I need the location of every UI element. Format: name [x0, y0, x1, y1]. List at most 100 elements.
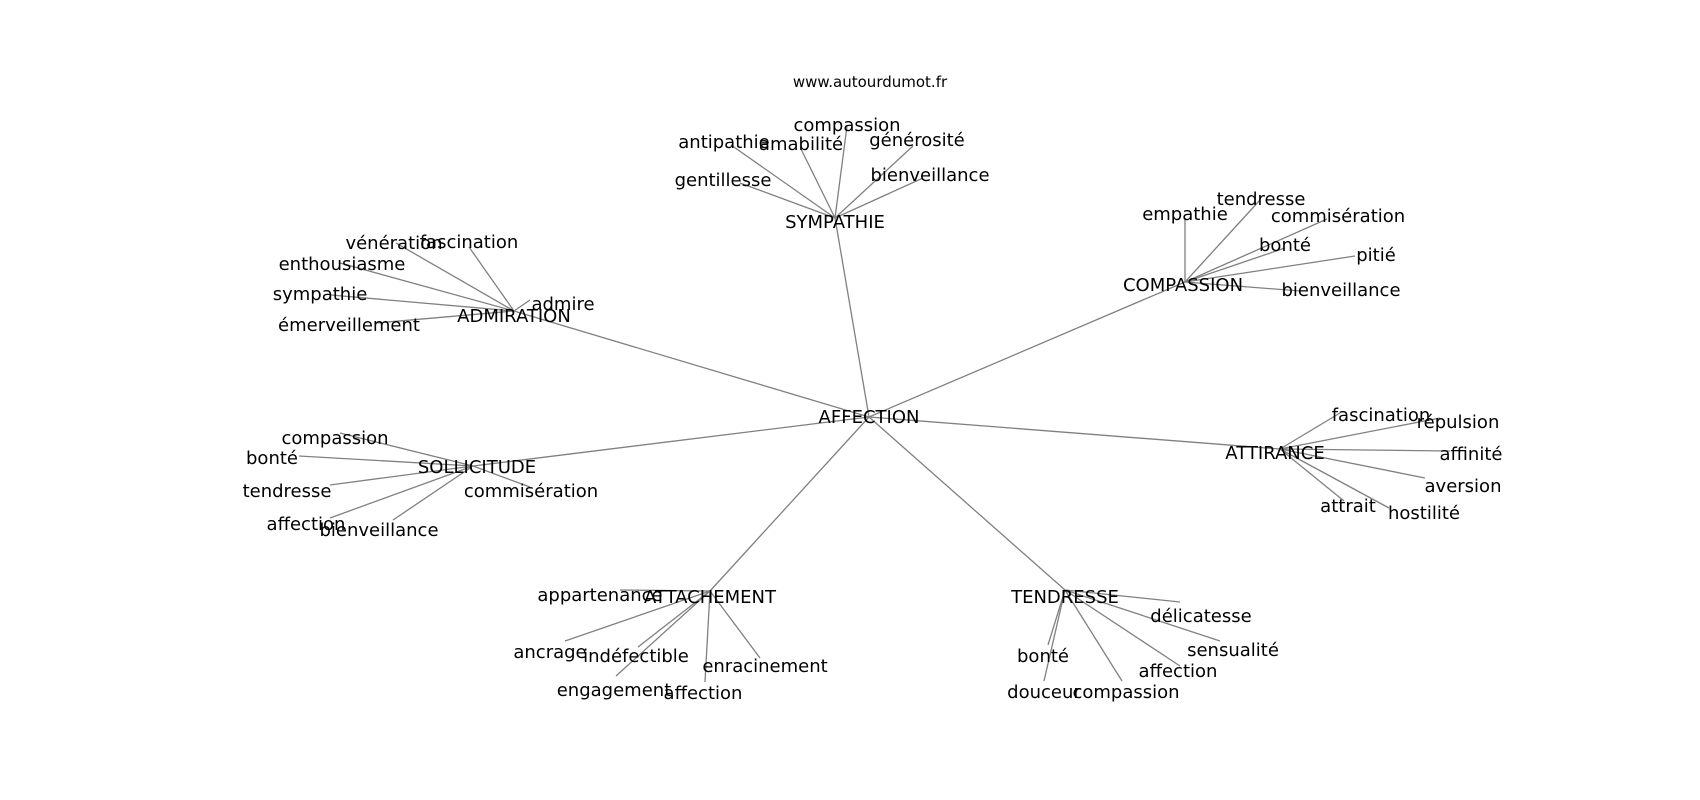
edge-tendresse-3 — [1064, 589, 1181, 667]
edge-sympathie-5 — [834, 177, 924, 219]
edge-compassion-5 — [1184, 281, 1301, 292]
leaf-node-sollicitude-4: affection — [267, 514, 346, 535]
edge-sollicitude-0 — [339, 432, 474, 467]
edge-attirance-2 — [1279, 448, 1451, 452]
graph-edges — [298, 125, 1451, 683]
source-url: www.autourdumot.fr — [793, 73, 948, 91]
leaf-node-attachement-4: engagement — [557, 680, 672, 701]
leaf-node-tendresse-5: compassion — [1072, 682, 1179, 703]
group-node-attachement: ATTACHEMENT — [644, 587, 777, 608]
edge-root-sympathie — [834, 217, 870, 418]
leaf-node-sympathie-4: gentillesse — [675, 170, 772, 191]
leaf-node-sympathie-1: amabilité — [759, 134, 843, 155]
group-node-sympathie: SYMPATHIE — [785, 212, 885, 233]
edge-sympathie-2 — [730, 144, 836, 219]
leaf-node-admiration-3: sympathie — [273, 284, 368, 305]
leaf-node-attirance-1: répulsion — [1417, 412, 1500, 433]
leaf-node-sollicitude-0: compassion — [281, 428, 388, 449]
leaf-node-tendresse-4: douceur — [1007, 682, 1081, 703]
edge-attachement-0 — [619, 589, 711, 592]
leaf-node-tendresse-2: bonté — [1017, 646, 1069, 667]
edge-compassion-2 — [1184, 218, 1328, 283]
leaf-node-admiration-5: émerveillement — [278, 315, 420, 336]
edge-tendresse-4 — [1043, 589, 1066, 682]
edge-attirance-1 — [1279, 417, 1441, 450]
leaf-node-attachement-1: ancrage — [513, 642, 586, 663]
leaf-node-attachement-5: affection — [664, 683, 743, 704]
edge-attirance-0 — [1279, 412, 1341, 450]
leaf-node-attachement-3: enracinement — [702, 656, 827, 677]
leaf-node-attachement-2: indéfectible — [583, 646, 689, 667]
group-node-sollicitude: SOLLICITUDE — [418, 457, 536, 478]
edge-tendresse-1 — [1064, 589, 1221, 642]
leaf-node-compassion-1: tendresse — [1217, 189, 1306, 210]
edge-sollicitude-1 — [298, 455, 474, 467]
leaf-node-compassion-0: empathie — [1142, 204, 1228, 225]
leaf-node-compassion-4: pitié — [1356, 245, 1396, 266]
edge-tendresse-0 — [1064, 589, 1181, 603]
edge-sollicitude-3 — [472, 465, 531, 488]
edge-root-attachement — [709, 416, 870, 592]
edge-root-tendresse — [868, 416, 1066, 591]
root-node-label: AFFECTION — [819, 407, 920, 428]
leaf-node-sollicitude-1: bonté — [246, 448, 298, 469]
leaf-node-tendresse-0: délicatesse — [1150, 606, 1251, 627]
edge-admiration-0 — [395, 242, 515, 312]
edge-sympathie-3 — [834, 145, 914, 219]
leaf-node-admiration-1: fascination — [420, 232, 519, 253]
leaf-node-sollicitude-5: bienveillance — [319, 520, 438, 541]
group-node-tendresse: TENDRESSE — [1010, 587, 1119, 608]
edge-compassion-1 — [1184, 199, 1261, 283]
edge-attachement-4 — [615, 590, 711, 677]
leaf-node-admiration-2: enthousiasme — [279, 254, 406, 275]
leaf-node-compassion-5: bienveillance — [1281, 280, 1400, 301]
leaf-node-sollicitude-3: commisération — [464, 481, 598, 502]
leaf-node-compassion-2: commisération — [1271, 206, 1405, 227]
edge-root-attirance — [868, 416, 1281, 450]
edge-compassion-3 — [1184, 247, 1286, 283]
group-node-attirance: ATTIRANCE — [1225, 443, 1324, 464]
edge-tendresse-5 — [1064, 589, 1123, 682]
leaf-node-compassion-3: bonté — [1259, 235, 1311, 256]
edge-root-sollicitude — [472, 416, 870, 467]
leaf-node-sympathie-2: antipathie — [678, 132, 770, 153]
edge-admiration-4 — [513, 299, 531, 312]
leaf-node-admiration-4: admire — [531, 294, 594, 315]
edge-admiration-5 — [375, 310, 515, 324]
edge-sollicitude-2 — [329, 465, 474, 486]
leaf-node-attirance-0: fascination — [1332, 405, 1431, 426]
edge-root-admiration — [513, 310, 870, 418]
edge-attachement-3 — [709, 590, 761, 659]
leaf-node-attirance-5: hostilité — [1388, 503, 1460, 524]
edge-sympathie-0 — [834, 125, 848, 219]
leaf-node-tendresse-3: affection — [1139, 661, 1218, 682]
edge-attachement-2 — [637, 590, 711, 648]
leaf-node-sympathie-0: compassion — [793, 115, 900, 136]
edge-attachement-1 — [564, 590, 711, 642]
edge-attirance-4 — [1279, 448, 1345, 502]
leaf-node-admiration-0: vénération — [345, 233, 442, 254]
group-node-compassion: COMPASSION — [1123, 275, 1243, 296]
edge-attirance-5 — [1279, 448, 1390, 509]
leaf-node-attirance-2: affinité — [1440, 444, 1503, 465]
edge-admiration-3 — [330, 294, 515, 312]
edge-compassion-4 — [1184, 255, 1356, 283]
leaf-node-sollicitude-2: tendresse — [243, 481, 332, 502]
group-node-admiration: ADMIRATION — [457, 306, 571, 327]
leaf-node-attirance-4: attrait — [1320, 496, 1376, 517]
edge-sollicitude-4 — [329, 465, 474, 519]
edge-attachement-5 — [704, 590, 711, 683]
edge-attirance-3 — [1279, 448, 1426, 479]
edge-admiration-1 — [468, 246, 515, 312]
edge-sollicitude-5 — [392, 465, 474, 521]
edge-root-compassion — [868, 281, 1186, 418]
leaf-node-tendresse-1: sensualité — [1187, 640, 1279, 661]
edge-tendresse-2 — [1047, 589, 1066, 646]
leaf-node-attirance-3: aversion — [1425, 476, 1502, 497]
graph-labels: www.autourdumot.fr AFFECTION SYMPATHIE com… — [243, 73, 1503, 704]
leaf-node-sympathie-3: générosité — [869, 130, 965, 151]
edge-sympathie-4 — [739, 182, 836, 219]
edge-sympathie-1 — [800, 148, 836, 219]
leaf-node-sympathie-5: bienveillance — [870, 165, 989, 186]
